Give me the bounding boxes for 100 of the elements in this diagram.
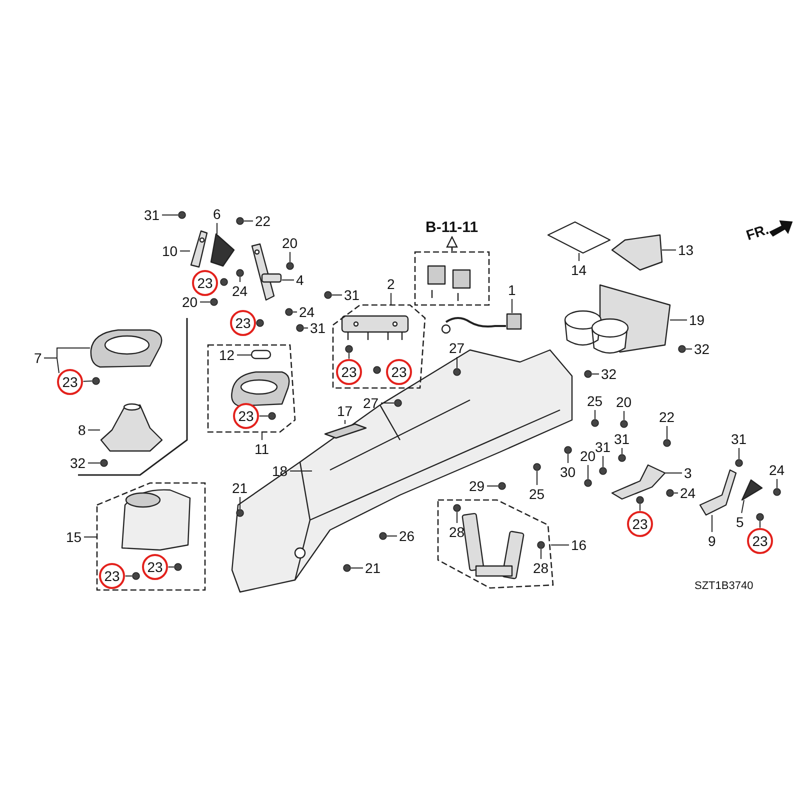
wire-harness-drawing: [441, 313, 523, 334]
fastener-icon: [373, 366, 381, 374]
callout-number: 25: [528, 486, 546, 502]
fastener-icon: [618, 454, 626, 462]
fastener-icon: [584, 370, 592, 378]
fastener-icon: [379, 532, 387, 540]
callout-number: 21: [231, 480, 249, 496]
trim-panel-drawing: [211, 234, 234, 266]
callout-number: 32: [600, 366, 618, 382]
callout-number: 14: [570, 262, 588, 278]
leader-line: [664, 472, 682, 474]
leader-line: [456, 512, 458, 524]
callout-number: 1: [507, 282, 517, 298]
callout-number: 31: [143, 207, 161, 223]
fastener-icon: [663, 439, 671, 447]
callout-number: 23: [230, 310, 256, 336]
fastener-icon: [286, 262, 294, 270]
callout-number: 6: [212, 206, 222, 222]
trim-bracket-drawing: [700, 470, 736, 515]
fastener-icon: [100, 459, 108, 467]
dashed-group-outline: [438, 500, 553, 588]
callout-number: 23: [627, 511, 653, 537]
leader-line: [84, 536, 98, 538]
fastener-icon: [498, 482, 506, 490]
callout-number: 23: [142, 554, 168, 580]
callout-number: 29: [468, 478, 486, 494]
leader-line: [686, 348, 692, 350]
callout-number: 16: [570, 537, 588, 553]
fastener-icon: [132, 572, 140, 580]
leader-line: [594, 410, 596, 420]
fastener-icon: [591, 419, 599, 427]
fastener-icon: [174, 563, 182, 571]
callout-number: 22: [658, 409, 676, 425]
callout-number: 13: [677, 242, 695, 258]
leader-line: [390, 292, 392, 306]
leader-line: [290, 470, 312, 472]
callout-number: 31: [730, 431, 748, 447]
fastener-icon: [236, 217, 244, 225]
tray-cover-drawing: [612, 235, 662, 270]
fastener-icon: [620, 420, 628, 428]
leader-line: [244, 220, 254, 222]
shift-bezel-drawing: [90, 330, 162, 368]
direction-label: FR.: [744, 220, 770, 244]
leader-line: [162, 214, 178, 216]
fastener-icon: [564, 446, 572, 454]
leader-line: [540, 548, 542, 560]
fastener-icon: [345, 345, 353, 353]
fastener-icon: [268, 412, 276, 420]
leader-line: [536, 470, 538, 486]
leader-line: [348, 352, 350, 360]
callout-number: 10: [161, 243, 179, 259]
fastener-icon: [773, 488, 781, 496]
callout-number: 26: [398, 528, 416, 544]
fastener-icon: [92, 377, 100, 385]
callout-number: 7: [33, 350, 43, 366]
callout-number: 21: [364, 560, 382, 576]
callout-number: 23: [747, 528, 773, 554]
fastener-icon: [537, 541, 545, 549]
callout-number: 12: [218, 347, 236, 363]
fastener-icon: [666, 489, 674, 497]
callout-number: 20: [281, 235, 299, 251]
leader-line: [674, 492, 678, 494]
leader-line: [578, 252, 580, 262]
callout-number: 18: [271, 463, 289, 479]
callout-number: 23: [192, 270, 218, 296]
dashed-group-outline: [415, 252, 489, 305]
callout-number: 24: [231, 283, 249, 299]
callout-number: 27: [448, 340, 466, 356]
shift-boot-drawing: [100, 404, 163, 452]
callout-number: 17: [336, 403, 354, 419]
leader-line: [180, 250, 190, 252]
leader-line: [82, 380, 92, 382]
fastener-icon: [256, 319, 264, 327]
callout-number: 24: [679, 485, 697, 501]
callout-number: 8: [77, 422, 87, 438]
mat-drawing: [548, 222, 610, 253]
callout-number: 2: [386, 276, 396, 292]
callout-number: 23: [386, 359, 412, 385]
diagram-code: SZT1B3740: [694, 580, 754, 592]
callout-number: 25: [586, 393, 604, 409]
callout-number: 24: [298, 304, 316, 320]
callout-number: 30: [559, 464, 577, 480]
fastener-icon: [210, 298, 218, 306]
callout-number: 23: [57, 369, 83, 395]
callout-number: 23: [99, 563, 125, 589]
callout-number: 19: [688, 312, 706, 328]
leader-line: [332, 294, 342, 296]
fastener-icon: [678, 345, 686, 353]
reference-label: B-11-11: [424, 220, 480, 236]
leader-line: [44, 358, 60, 374]
fastener-icon: [236, 269, 244, 277]
callout-number: 11: [254, 441, 270, 457]
fastener-icon: [178, 211, 186, 219]
leader-line: [88, 462, 100, 464]
leader-line: [236, 354, 252, 356]
callout-number: 20: [615, 394, 633, 410]
fastener-icon: [636, 496, 644, 504]
leader-line: [738, 448, 740, 460]
leader-line: [550, 544, 570, 546]
trim-panel-drawing: [742, 480, 762, 500]
